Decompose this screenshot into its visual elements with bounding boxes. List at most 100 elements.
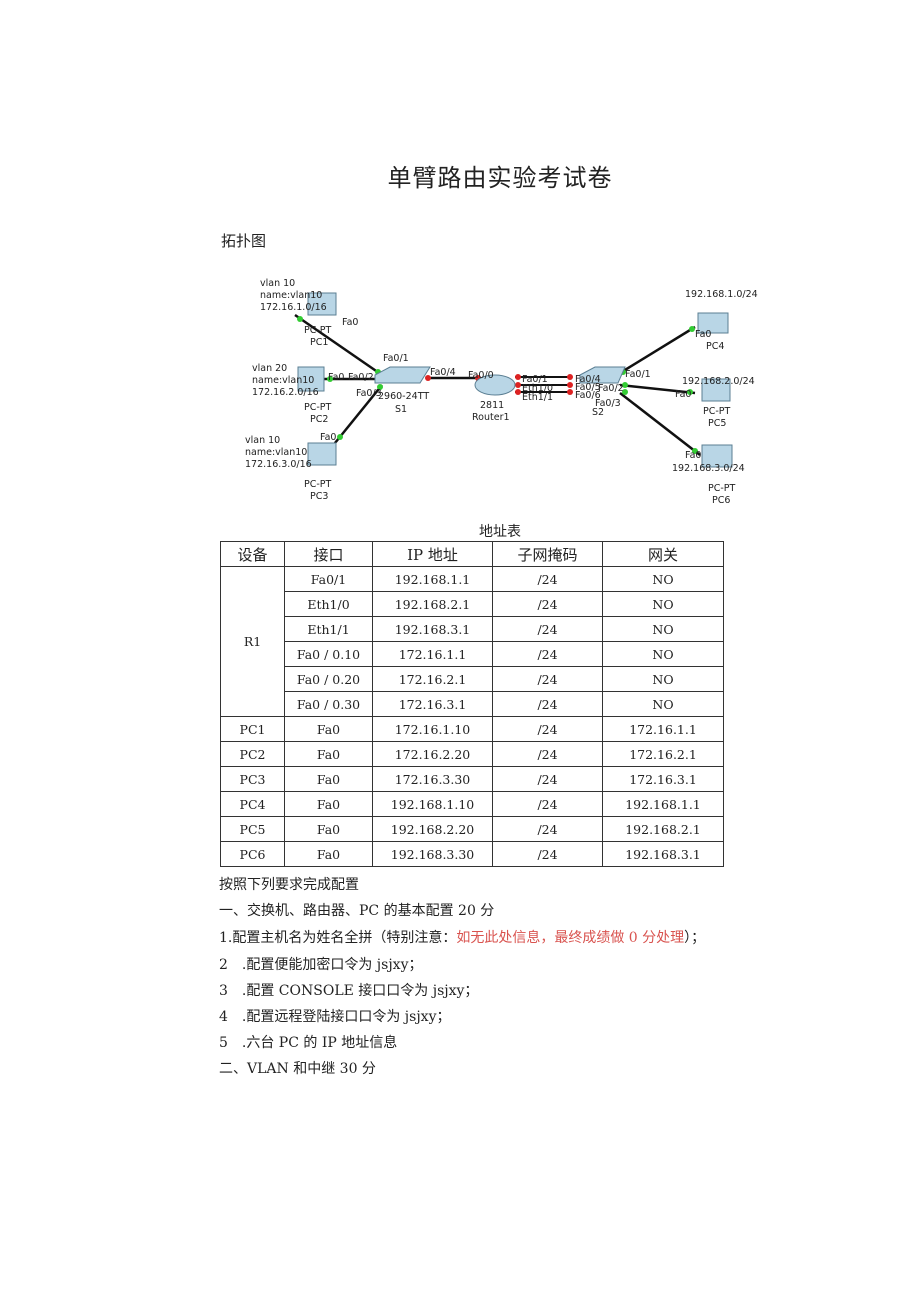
table-cell: 192.168.3.1 <box>372 616 493 642</box>
instruction-item-5: 5 .六台 PC 的 IP 地址信息 <box>219 1035 398 1051</box>
diagram-label: PC4 <box>706 341 724 352</box>
table-cell: PC2 <box>220 741 285 767</box>
table-cell: 172.16.1.1 <box>372 641 493 667</box>
diagram-label: Fa0/1 <box>522 374 548 385</box>
table-cell: /24 <box>492 691 603 717</box>
instruction-item-3: 3 .配置 CONSOLE 接口口令为 jsjxy； <box>219 983 479 999</box>
header-ip: IP 地址 <box>372 541 493 567</box>
table-cell: Eth1/1 <box>284 616 373 642</box>
table-cell: Fa0 <box>284 716 373 742</box>
diagram-label: Fa0 <box>328 372 344 383</box>
table-cell: 172.16.2.1 <box>602 741 724 767</box>
diagram-label: PC-PT <box>304 325 332 336</box>
diagram-label: PC-PT <box>304 402 332 413</box>
table-cell: Fa0 <box>284 791 373 817</box>
table-cell: /24 <box>492 591 603 617</box>
diagram-label: Fa0 <box>342 317 358 328</box>
table-cell: Fa0 <box>284 841 373 867</box>
table-cell: 172.16.3.1 <box>602 766 724 792</box>
instruction-item-4: 4 .配置远程登陆接口口令为 jsjxy； <box>219 1009 451 1025</box>
table-cell: NO <box>602 591 724 617</box>
diagram-label: vlan 10 <box>245 435 280 446</box>
pc6-icon <box>701 444 733 468</box>
table-cell: NO <box>602 566 724 592</box>
diagram-label: 192.168.3.0/24 <box>672 463 745 474</box>
table-cell: /24 <box>492 766 603 792</box>
table-cell: 192.168.3.30 <box>372 841 493 867</box>
table-cell: 192.168.1.1 <box>372 566 493 592</box>
diagram-label: PC-PT <box>703 406 731 417</box>
router-icon <box>474 374 516 396</box>
table-cell: 172.16.3.30 <box>372 766 493 792</box>
table-cell: Fa0/1 <box>284 566 373 592</box>
table-cell: PC4 <box>220 791 285 817</box>
diagram-label: 172.16.1.0/16 <box>260 302 327 313</box>
table-cell: PC6 <box>220 841 285 867</box>
table-cell: 172.16.1.1 <box>602 716 724 742</box>
diagram-label: vlan 20 <box>252 363 287 374</box>
table-cell: /24 <box>492 716 603 742</box>
diagram-label: PC6 <box>712 495 730 506</box>
instructions-intro: 按照下列要求完成配置 <box>219 877 359 893</box>
diagram-label: Fa0 <box>320 432 336 443</box>
pc1-icon <box>307 292 337 316</box>
diagram-label: 2960-24TT <box>378 391 429 402</box>
page-title: 单臂路由实验考试卷 <box>387 164 613 192</box>
diagram-label: Fa0/1 <box>383 353 409 364</box>
table-cell: /24 <box>492 816 603 842</box>
diagram-label: Fa0/6 <box>575 390 601 401</box>
diagram-label: PC3 <box>310 491 328 502</box>
table-cell: NO <box>602 641 724 667</box>
table-header-row: 设备 接口 IP 地址 子网掩码 网关 <box>220 541 724 567</box>
diagram-label: name:vlan10 <box>252 375 314 386</box>
table-cell: 172.16.3.1 <box>372 691 493 717</box>
table-cell: Fa0 / 0.10 <box>284 641 373 667</box>
table-cell: 192.168.2.1 <box>602 816 724 842</box>
section-1-heading: 一、交换机、路由器、PC 的基本配置 20 分 <box>219 903 495 919</box>
switch-s2-icon <box>579 366 626 384</box>
table-cell: /24 <box>492 791 603 817</box>
diagram-label: Fa0/2 <box>598 383 624 394</box>
header-device: 设备 <box>220 541 285 567</box>
table-cell: Fa0 / 0.30 <box>284 691 373 717</box>
diagram-label: Fa0 <box>685 450 701 461</box>
diagram-label: PC1 <box>310 337 328 348</box>
table-cell: 192.168.1.1 <box>602 791 724 817</box>
table-caption: 地址表 <box>479 524 521 540</box>
table-cell: 192.168.1.10 <box>372 791 493 817</box>
table-cell: Fa0 <box>284 816 373 842</box>
diagram-label: Eth1/1 <box>522 392 553 403</box>
diagram-label: Fa0/3 <box>595 398 621 409</box>
topology-heading: 拓扑图 <box>221 232 267 250</box>
table-cell: 192.168.3.1 <box>602 841 724 867</box>
section-2-heading: 二、VLAN 和中继 30 分 <box>219 1061 376 1077</box>
diagram-label: PC2 <box>310 414 328 425</box>
warning-text: 如无此处信息，最终成绩做 0 分处理 <box>456 930 685 946</box>
diagram-label: PC-PT <box>304 479 332 490</box>
header-gateway: 网关 <box>602 541 724 567</box>
table-cell: 192.168.2.1 <box>372 591 493 617</box>
instruction-item-1: 1.配置主机名为姓名全拼（特别注意：如无此处信息，最终成绩做 0 分处理）； <box>219 930 706 946</box>
table-cell: 172.16.2.1 <box>372 666 493 692</box>
table-cell: Eth1/0 <box>284 591 373 617</box>
diagram-label: 192.168.1.0/24 <box>685 289 758 300</box>
table-cell: PC1 <box>220 716 285 742</box>
pc2-icon <box>297 366 325 392</box>
table-cell: /24 <box>492 616 603 642</box>
diagram-label: 2811 <box>480 400 504 411</box>
table-cell: PC3 <box>220 766 285 792</box>
diagram-label: name:vlan10 <box>260 290 322 301</box>
switch-s1-icon <box>374 366 431 384</box>
diagram-label: Eth1/0 <box>522 383 553 394</box>
